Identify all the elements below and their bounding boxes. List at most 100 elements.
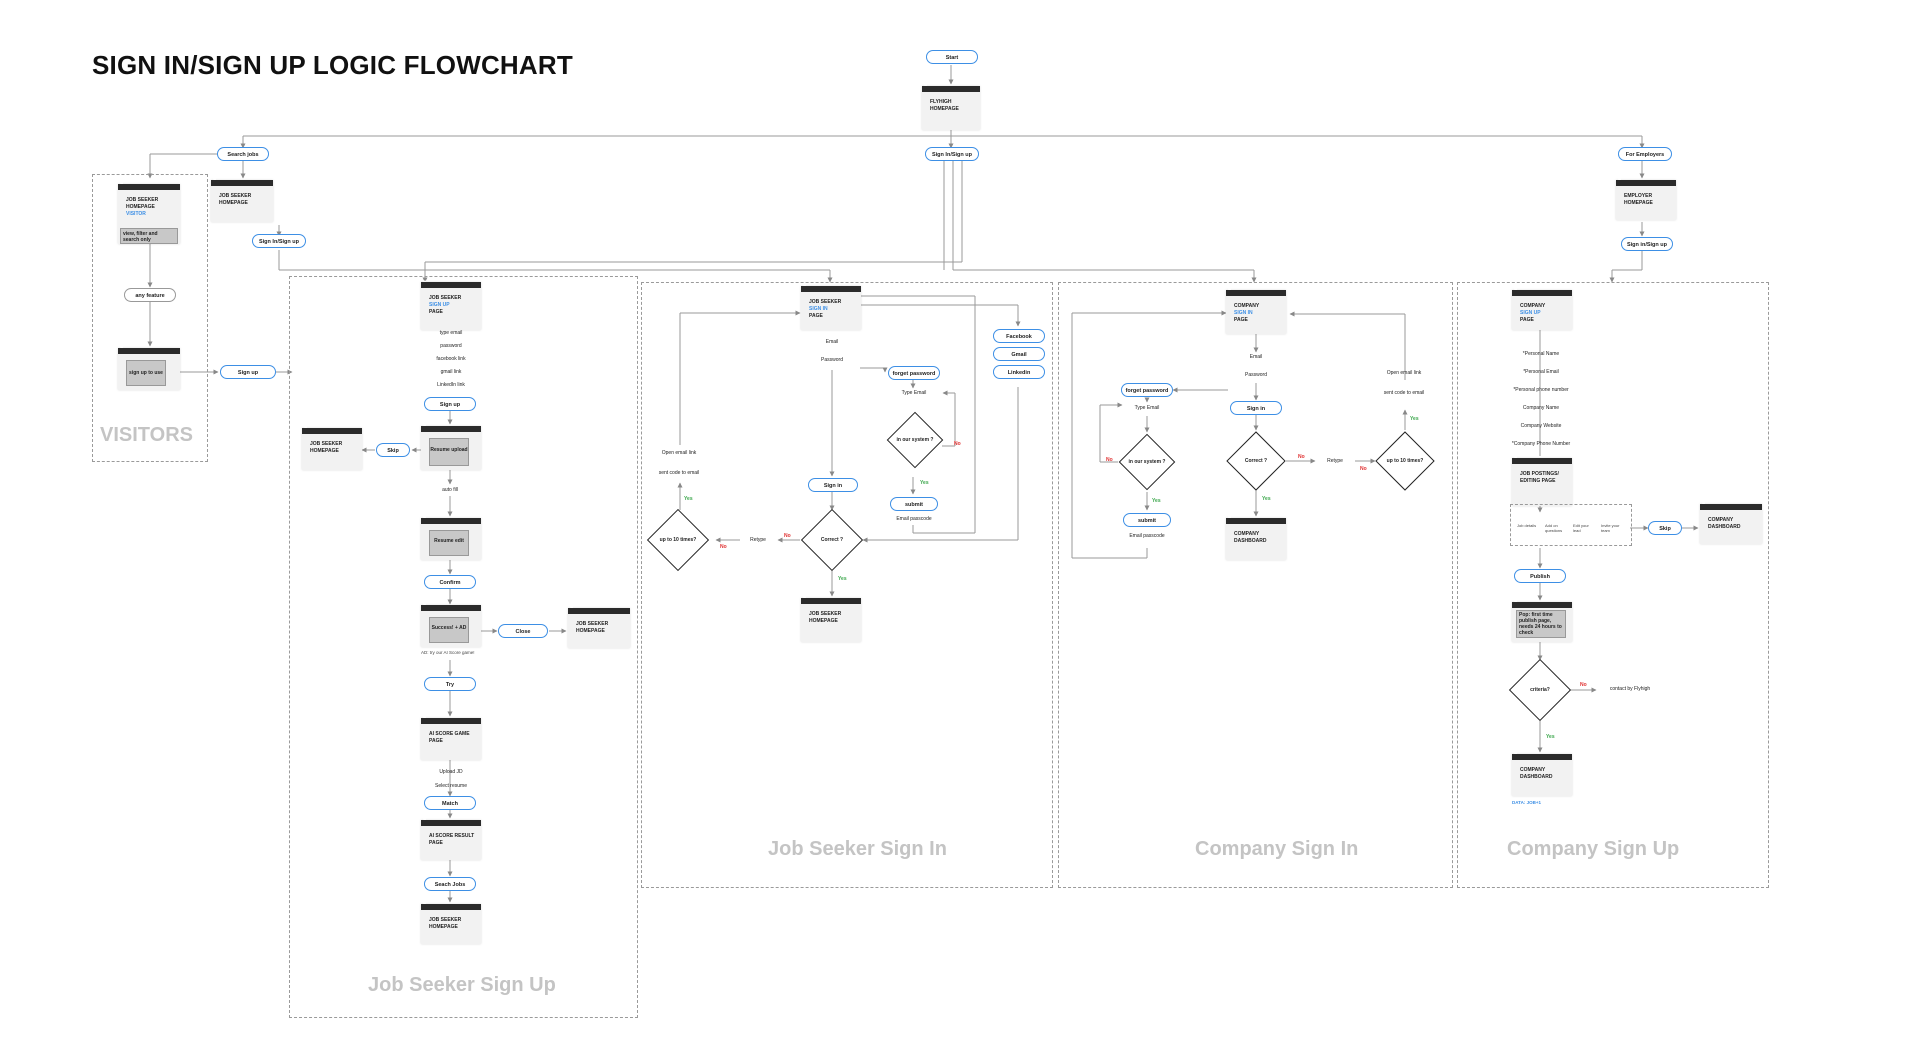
co-email-passcode-node: Email passcode bbox=[1125, 531, 1169, 542]
start-node: Start bbox=[926, 50, 978, 64]
co-dashboard-screen-2: COMPANY DASHBOARD bbox=[1512, 751, 1572, 796]
js-in-system-no: No bbox=[954, 441, 961, 447]
data-job-note: DATA: JOB+1 bbox=[1512, 800, 1541, 805]
criteria-yes: Yes bbox=[1546, 734, 1555, 740]
resume-edit-box: Resume edit bbox=[429, 530, 469, 556]
page-title: SIGN IN/SIGN UP LOGIC FLOWCHART bbox=[92, 50, 573, 80]
success-ad-box: Success! + AD bbox=[429, 617, 469, 643]
co-up-to-10-yes: Yes bbox=[1410, 416, 1419, 422]
js-submit-button: submit bbox=[890, 497, 938, 511]
job-seeker-homepage-label-2: JOB SEEKER HOMEPAGE bbox=[219, 193, 252, 206]
employer-homepage-label: EMPLOYER HOMEPAGE bbox=[1624, 193, 1653, 206]
job-postings-label: JOB POSTINGS/ EDITING PAGE bbox=[1520, 471, 1559, 484]
personal-email-input: *Personal Email bbox=[1512, 367, 1570, 378]
ad-text: AD: try our AI Score game! bbox=[421, 650, 475, 655]
co-sent-code-node: sent code to email bbox=[1377, 388, 1431, 399]
co-correct-decision: Correct ? bbox=[1226, 431, 1286, 491]
js-retype-node: Retype bbox=[740, 535, 776, 546]
js-sent-code-node: sent code to email bbox=[652, 468, 706, 479]
employer-homepage-screen: EMPLOYER HOMEPAGE bbox=[1616, 177, 1676, 220]
resume-edit-screen: Resume edit bbox=[421, 515, 481, 560]
job-seeker-homepage-screen-2: JOB SEEKER HOMEPAGE bbox=[211, 177, 273, 222]
js-email-passcode-node: Email passcode bbox=[892, 514, 936, 525]
js-linkedin-link-input: LinkedIn link bbox=[428, 380, 474, 391]
js-in-system-decision: in our system ? bbox=[886, 411, 944, 469]
section-label-visitors: VISITORS bbox=[100, 424, 193, 446]
final-job-seeker-homepage-label: JOB SEEKER HOMEPAGE bbox=[429, 917, 462, 930]
js-facebook-link-input: facebook link bbox=[428, 354, 474, 365]
job-posting-steps: Job details Add on questions Edit your l… bbox=[1510, 504, 1632, 546]
try-button: Try bbox=[424, 677, 476, 691]
js-sign-up-page-word: PAGE bbox=[429, 309, 443, 315]
js-correct-yes: Yes bbox=[838, 576, 847, 582]
co-dashboard-screen-1: COMPANY DASHBOARD bbox=[1700, 501, 1762, 544]
close-job-seeker-homepage-label: JOB SEEKER HOMEPAGE bbox=[576, 621, 609, 634]
co-password-input: Password bbox=[1234, 370, 1278, 381]
visitor-homepage-label: JOB SEEKER HOMEPAGE bbox=[126, 197, 159, 210]
co-forget-password-button: forget password bbox=[1121, 383, 1173, 397]
step-edit-your-lead: Edit your lead bbox=[1573, 523, 1589, 533]
personal-name-input: *Personal Name bbox=[1512, 349, 1570, 360]
sign-in-sign-up-button: Sign In/Sign up bbox=[925, 147, 979, 161]
flyhigh-homepage-label: FLYHIGH HOMEPAGE bbox=[930, 99, 959, 112]
final-job-seeker-homepage-screen: JOB SEEKER HOMEPAGE bbox=[421, 901, 481, 944]
criteria-no: No bbox=[1580, 682, 1587, 688]
js-type-email-input: type email bbox=[428, 328, 474, 339]
js-sign-up-page-title: JOB SEEKER bbox=[429, 295, 462, 301]
js-email-input: Email bbox=[810, 337, 854, 348]
personal-phone-input: *Personal phone number bbox=[1506, 385, 1576, 396]
co-dashboard-label-1: COMPANY DASHBOARD bbox=[1708, 517, 1741, 530]
js-sign-up-button: Sign up bbox=[424, 397, 476, 411]
js-password-input-2: Password bbox=[810, 355, 854, 366]
co-correct-no: No bbox=[1298, 454, 1305, 460]
co-submit-button: submit bbox=[1123, 513, 1171, 527]
company-phone-input: *Company Phone Number bbox=[1506, 439, 1576, 450]
co-sign-up-page-sub: SIGN UP bbox=[1520, 310, 1541, 316]
search-jobs-button: Search jobs bbox=[217, 147, 269, 161]
js-gmail-link-input: gmail link bbox=[428, 367, 474, 378]
section-label-job-seeker-sign-in: Job Seeker Sign In bbox=[768, 838, 947, 860]
js-sign-in-page-sub: SIGN IN bbox=[809, 306, 828, 312]
linkedin-button: Linkedin bbox=[993, 365, 1045, 379]
job-postings-screen: JOB POSTINGS/ EDITING PAGE bbox=[1512, 455, 1572, 506]
co-email-input: Email bbox=[1234, 352, 1278, 363]
js-in-system-yes: Yes bbox=[920, 480, 929, 486]
co-in-system-yes: Yes bbox=[1152, 498, 1161, 504]
section-company-sign-in bbox=[1058, 282, 1453, 888]
co-open-email-link-node: Open email link bbox=[1379, 368, 1429, 379]
co-in-system-no: No bbox=[1106, 457, 1113, 463]
section-job-seeker-sign-in bbox=[641, 282, 1053, 888]
js-retype-no: No bbox=[720, 544, 727, 550]
co-retype-node: Retype bbox=[1317, 456, 1353, 467]
js-password-input: password bbox=[428, 341, 474, 352]
js-sign-in-button: Sign in bbox=[808, 478, 858, 492]
co-retype-no: No bbox=[1360, 466, 1367, 472]
co-correct-yes: Yes bbox=[1262, 496, 1271, 502]
co-in-system-decision: in our system ? bbox=[1118, 433, 1176, 491]
company-website-input: Company Website bbox=[1512, 421, 1570, 432]
section-job-seeker-sign-up bbox=[289, 276, 638, 1018]
close-button: Close bbox=[498, 624, 548, 638]
js-open-email-link-node: Open email link bbox=[654, 448, 704, 459]
sign-up-to-use-box: sign up to use bbox=[126, 360, 166, 386]
ai-score-result-label: AI SCORE RESULT PAGE bbox=[429, 833, 475, 846]
search-jobs-button-2: Seach Jobs bbox=[424, 877, 476, 891]
upload-jd-input: Upload JD bbox=[428, 767, 474, 778]
ai-score-result-screen: AI SCORE RESULT PAGE bbox=[421, 817, 481, 860]
js-type-email-node: Type Email bbox=[892, 388, 936, 399]
co-sign-up-page-word: PAGE bbox=[1520, 317, 1534, 323]
section-company-sign-up bbox=[1457, 282, 1769, 888]
js-sign-in-homepage-label: JOB SEEKER HOMEPAGE bbox=[809, 611, 842, 624]
confirm-button: Confirm bbox=[424, 575, 476, 589]
visitor-sign-in-sign-up-button: Sign In/Sign up bbox=[252, 234, 306, 248]
auto-fill-node: auto fill bbox=[428, 485, 472, 496]
step-add-on-questions: Add on questions bbox=[1545, 523, 1563, 533]
js-up-to-10-yes: Yes bbox=[684, 496, 693, 502]
js-correct-decision: Correct ? bbox=[800, 508, 864, 572]
visitor-label: VISITOR bbox=[126, 211, 146, 217]
